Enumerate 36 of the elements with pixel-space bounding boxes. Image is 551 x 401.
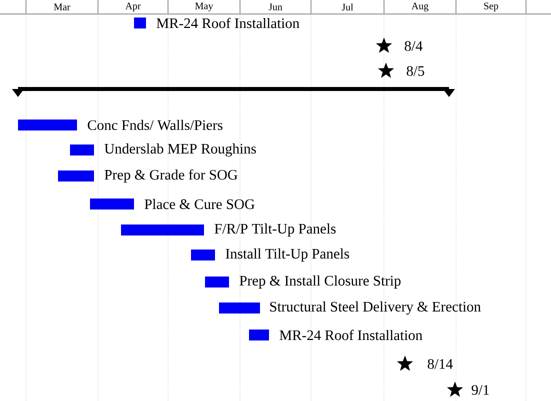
- task-label: Prep & Install Closure Strip: [240, 275, 401, 289]
- milestone-star: [378, 62, 394, 78]
- month-label: Aug: [411, 2, 428, 12]
- task-bar: [70, 144, 94, 156]
- date-label: 9/1: [472, 385, 489, 395]
- month-label: Sep: [484, 2, 498, 12]
- task-bar: [219, 302, 260, 314]
- milestone-star: [446, 381, 464, 397]
- task-label: Install Tilt-Up Panels: [226, 248, 350, 262]
- task-bar: [205, 276, 229, 288]
- milestone-star: [376, 38, 392, 53]
- task-label: Underslab MEP Roughins: [104, 143, 256, 157]
- task-label: MR-24 Roof Installation: [280, 330, 422, 340]
- task-label: MR-24 Roof Installation: [156, 18, 300, 28]
- task-bar: [90, 198, 134, 210]
- month-label: Jun: [268, 4, 282, 10]
- month-label: May: [195, 2, 214, 12]
- month-label: Jul: [342, 3, 354, 10]
- month-label: Apr: [125, 2, 141, 12]
- task-label: Place & Cure SOG: [144, 198, 254, 210]
- task-bar: [121, 224, 204, 236]
- task-label: Conc Fnds/ Walls/Piers: [88, 120, 222, 130]
- task-bar: [18, 120, 77, 130]
- task-label: F/R/P Tilt-Up Panels: [214, 223, 336, 237]
- task-bar: [191, 249, 215, 260]
- date-label: 8/14: [428, 359, 453, 369]
- date-label: 8/4: [404, 41, 422, 51]
- date-label: 8/5: [406, 66, 424, 76]
- task-bar: [58, 170, 94, 182]
- task-label: Structural Steel Delivery & Erection: [270, 301, 481, 315]
- task-bar: [249, 329, 269, 340]
- task-label: Prep & Grade for SOG: [104, 169, 238, 183]
- milestone-star: [396, 355, 414, 371]
- task-bar: [134, 18, 146, 28]
- summary-bar: [12, 87, 455, 97]
- month-label: Mar: [54, 4, 70, 10]
